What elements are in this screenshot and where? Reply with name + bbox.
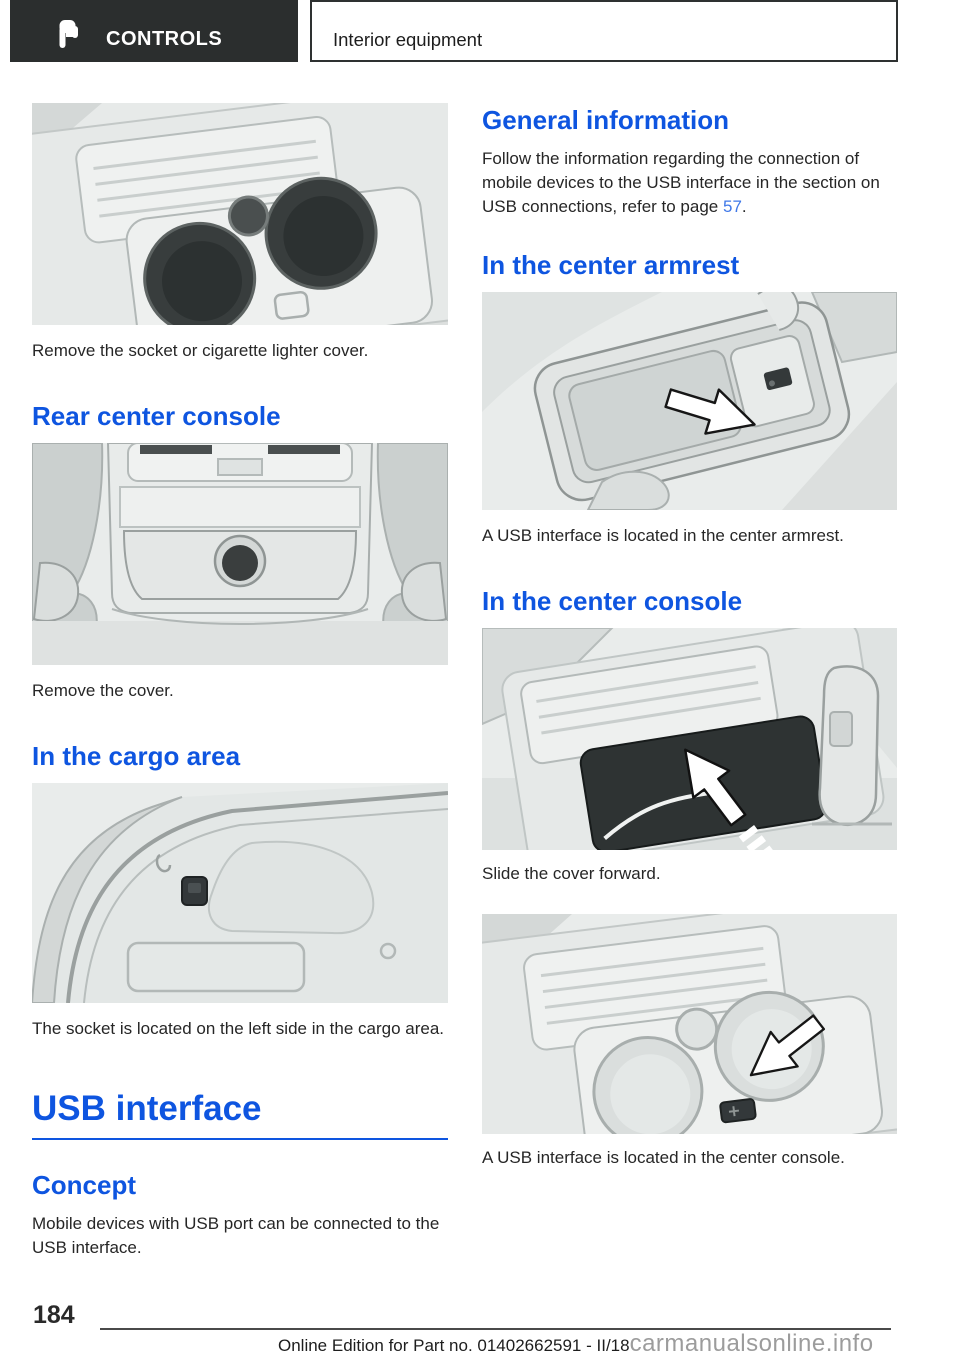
left-column: Remove the socket or cigarette lighter c… — [32, 103, 448, 1260]
right-column: General information Follow the informati… — [482, 105, 897, 1170]
image-caption: The socket is located on the left side i… — [32, 1019, 445, 1038]
chapter-tab: CONTROLS — [10, 0, 298, 62]
center-console-slide-illustration — [482, 628, 897, 850]
arrow-to-usb — [664, 388, 756, 435]
image-caption: Slide the cover forward. — [482, 864, 661, 883]
section-heading-center-armrest: In the center armrest — [482, 250, 740, 280]
image-caption: A USB interface is located in the center… — [482, 1148, 845, 1167]
watermark-text: carmanualsonline.info — [629, 1330, 874, 1357]
console-cupholder-usb-illustration — [482, 914, 897, 1134]
edition-text: Online Edition for Part no. 01402662591 … — [278, 1336, 630, 1355]
rear-cupholder-socket-illustration — [32, 103, 448, 325]
footer-rule — [100, 1328, 891, 1330]
body-general-before-link: Follow the information regarding the con… — [482, 149, 880, 216]
section-heading-concept: Concept — [32, 1170, 136, 1200]
center-armrest-usb-illustration — [482, 292, 897, 510]
image-caption: Remove the cover. — [32, 681, 174, 700]
body-text-concept: Mobile devices with USB port can be conn… — [32, 1214, 440, 1257]
cargo-area-socket-illustration — [32, 783, 448, 1003]
section-heading-cargo-area: In the cargo area — [32, 741, 241, 771]
image-caption: A USB interface is located in the center… — [482, 526, 844, 545]
hand-pointer-icon — [59, 20, 78, 48]
section-heading-center-console: In the center console — [482, 586, 743, 616]
section-heading-general-information: General information — [482, 105, 730, 135]
section-title: Interior equipment — [333, 28, 483, 50]
section-title-box: Interior equipment — [310, 0, 898, 62]
rear-console-socket-illustration — [32, 443, 448, 665]
chapter-heading-usb-interface: USB interface — [32, 1089, 448, 1140]
body-general-after-link: . — [741, 197, 747, 216]
image-caption: Remove the socket or cigarette lighter c… — [32, 341, 369, 360]
body-text-general-information: Follow the information regarding the con… — [482, 147, 897, 219]
footer-row: Online Edition for Part no. 01402662591 … — [278, 1330, 874, 1358]
section-heading-rear-center-console: Rear center console — [32, 401, 281, 431]
arrow-to-usb — [749, 1014, 826, 1077]
chapter-title: CONTROLS — [106, 28, 223, 50]
page-number: 184 — [33, 1301, 75, 1329]
page-57-link[interactable]: 57 — [722, 197, 742, 216]
